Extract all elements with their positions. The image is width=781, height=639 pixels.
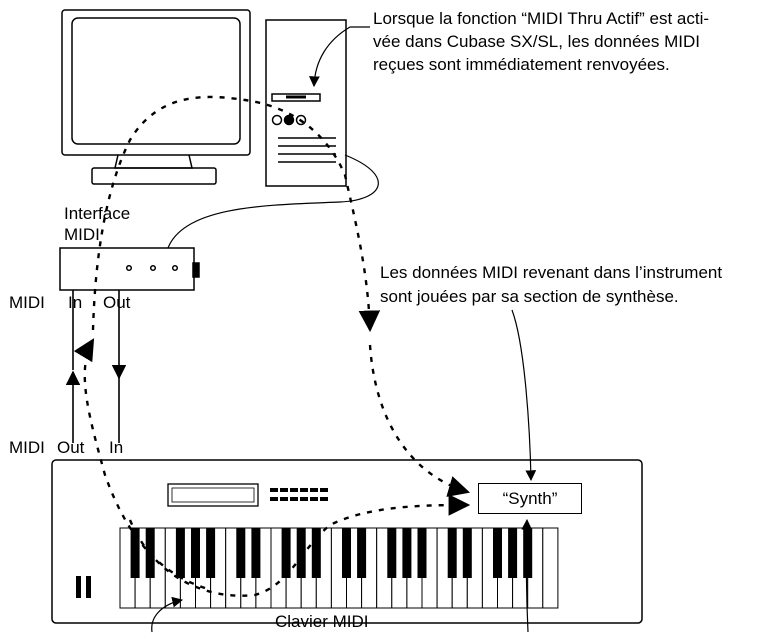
synth-label: “Synth” bbox=[502, 488, 558, 508]
callout-leaders bbox=[151, 26, 537, 633]
black-key bbox=[191, 528, 200, 578]
black-key bbox=[508, 528, 518, 578]
black-key bbox=[342, 528, 351, 578]
midi-top-label: MIDI bbox=[9, 293, 45, 312]
computer-tower bbox=[265, 19, 347, 187]
black-key bbox=[175, 528, 185, 578]
black-key bbox=[251, 528, 261, 578]
panel-button bbox=[290, 497, 298, 501]
out-top-label: Out bbox=[103, 293, 131, 312]
panel-button bbox=[310, 488, 318, 492]
panel-button bbox=[290, 488, 298, 492]
black-key bbox=[357, 528, 367, 578]
black-key bbox=[447, 528, 457, 578]
black-key bbox=[402, 528, 412, 578]
black-key bbox=[236, 528, 246, 578]
panel-button bbox=[280, 497, 288, 501]
midi-cables bbox=[65, 290, 127, 443]
white-key bbox=[542, 527, 559, 609]
computer-monitor bbox=[61, 9, 251, 185]
black-key bbox=[296, 528, 306, 578]
midi-thru-callout-line1: Lorsque la fonction “MIDI Thru Actif” es… bbox=[373, 9, 710, 28]
panel-button bbox=[320, 488, 328, 492]
keyboard-label: Clavier MIDI bbox=[275, 612, 369, 631]
synth-callout-line2: sont jouées par sa section de synthèse. bbox=[380, 287, 679, 306]
black-key bbox=[523, 528, 533, 578]
interface-label-line2: MIDI bbox=[64, 225, 100, 244]
signal-flow-dashed bbox=[73, 95, 471, 597]
black-key bbox=[206, 528, 216, 578]
black-key bbox=[311, 528, 321, 578]
panel-button bbox=[300, 488, 308, 492]
panel-button bbox=[280, 488, 288, 492]
panel-button bbox=[270, 497, 278, 501]
usb-cable bbox=[167, 154, 379, 249]
black-key bbox=[462, 528, 472, 578]
interface-label-line1: Interface bbox=[64, 204, 131, 223]
black-key bbox=[417, 528, 427, 578]
in-bottom-label: In bbox=[109, 438, 124, 457]
out-bottom-label: Out bbox=[57, 438, 85, 457]
panel-button bbox=[270, 488, 278, 492]
panel-button bbox=[310, 497, 318, 501]
black-key bbox=[130, 528, 140, 578]
panel-button bbox=[320, 497, 328, 501]
synth-section-box: “Synth” bbox=[478, 483, 582, 514]
black-key bbox=[387, 528, 397, 578]
black-key bbox=[493, 528, 502, 578]
in-top-label: In bbox=[68, 293, 83, 312]
midi-thru-callout-line3: reçues sont immédiatement renvoyées. bbox=[373, 55, 670, 74]
midi-thru-callout-line2: vée dans Cubase SX/SL, les données MIDI bbox=[373, 32, 700, 51]
midi-interface-box bbox=[59, 247, 200, 291]
black-key bbox=[281, 528, 291, 578]
synth-callout-line1: Les données MIDI revenant dans l’instrum… bbox=[380, 263, 723, 282]
panel-button bbox=[300, 497, 308, 501]
midi-bottom-label: MIDI bbox=[9, 438, 45, 457]
